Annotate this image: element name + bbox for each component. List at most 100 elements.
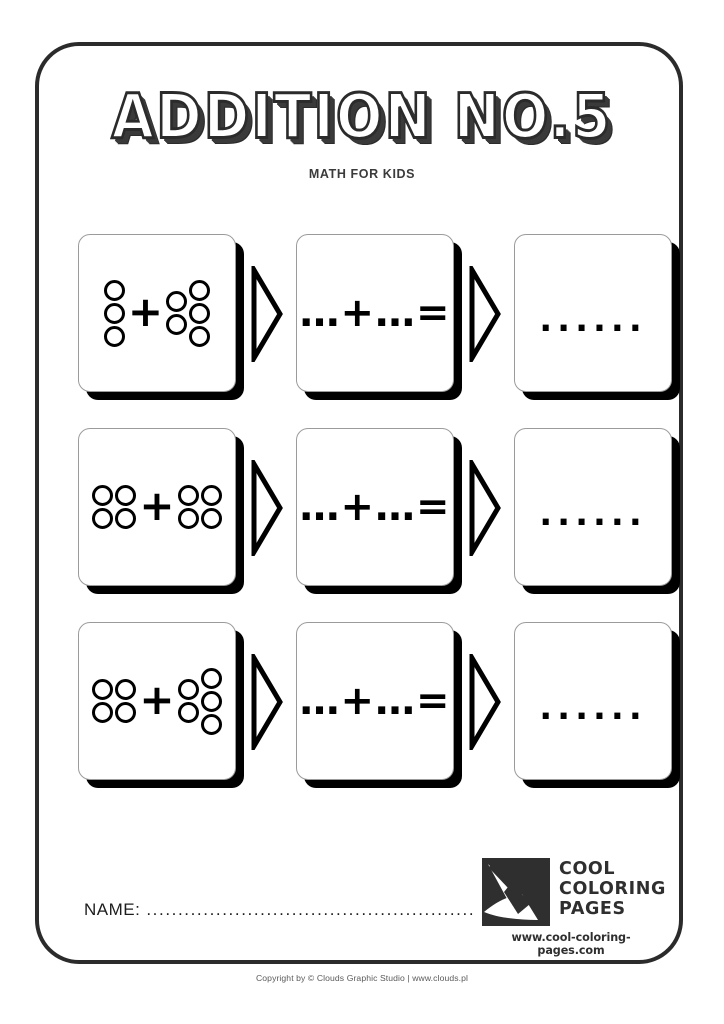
dot (200, 667, 222, 689)
logo-main: Cool Coloring Pages (482, 858, 665, 926)
expression-text: …+…= (299, 678, 451, 724)
arrow-separator (238, 622, 296, 782)
arrow-separator (456, 622, 514, 782)
expression-text: …+…= (299, 290, 451, 336)
right-dot-group (166, 279, 211, 347)
card-face[interactable]: ...... (514, 428, 672, 586)
card-face: + (78, 234, 236, 392)
dot (200, 508, 222, 529)
dot (115, 702, 137, 723)
dot (92, 679, 114, 700)
logo-line-1: Cool (559, 859, 616, 879)
plus-symbol: + (139, 481, 175, 531)
dot-column (200, 667, 222, 735)
brand-logo: Cool Coloring Pages www.cool-coloring-pa… (482, 858, 665, 957)
expression-card: …+…= (296, 234, 462, 400)
answer-placeholder: ...... (539, 494, 647, 534)
exercise-row: + (78, 622, 680, 788)
name-field[interactable]: NAME: ..................................… (84, 900, 474, 920)
dot (115, 485, 137, 506)
right-dot-group (177, 667, 222, 735)
arrow-right-icon (469, 654, 501, 750)
dot-column (92, 679, 114, 723)
left-dot-group (92, 485, 137, 529)
dot-column (177, 679, 199, 723)
equation-visual: + (92, 667, 222, 735)
dot (115, 679, 137, 700)
dot-column (115, 679, 137, 723)
card-face[interactable]: ...... (514, 234, 672, 392)
dot-column (189, 279, 211, 347)
exercise-row: + (78, 428, 680, 594)
dot (92, 702, 114, 723)
logo-line-2: Coloring (559, 878, 666, 899)
arrow-right-icon (251, 266, 283, 362)
dot-card: + (78, 622, 244, 788)
dot (177, 679, 199, 700)
plus-symbol: + (127, 287, 164, 337)
dot-column (103, 279, 125, 347)
answer-card[interactable]: ...... (514, 234, 680, 400)
dot (177, 485, 199, 506)
logo-wordmark: Cool Coloring Pages (559, 858, 666, 919)
footer-copyright: Copyright by © Clouds Graphic Studio | w… (256, 973, 468, 983)
equation-visual: + (103, 279, 211, 347)
dot (200, 485, 222, 506)
dot (177, 702, 199, 723)
page-border (35, 42, 683, 964)
dot (92, 485, 114, 506)
dot (189, 302, 211, 324)
name-input-line[interactable]: ........................................… (146, 900, 474, 919)
dot-column (200, 485, 222, 529)
card-face: …+…= (296, 234, 454, 392)
arrow-separator (456, 234, 514, 394)
arrow-separator (238, 428, 296, 588)
card-face[interactable]: ...... (514, 622, 672, 780)
title-block: ADDITION NO.5 MATH FOR KIDS (0, 80, 724, 181)
dot (103, 325, 125, 347)
dot (103, 302, 125, 324)
dot (166, 291, 188, 312)
page-subtitle: MATH FOR KIDS (308, 167, 416, 181)
arrow-right-icon (469, 266, 501, 362)
dot-card: + (78, 234, 244, 400)
answer-card[interactable]: ...... (514, 428, 680, 594)
answer-card[interactable]: ...... (514, 622, 680, 788)
dot (189, 325, 211, 347)
logo-url[interactable]: www.cool-coloring-pages.com (511, 931, 631, 957)
left-dot-group (103, 279, 125, 347)
dot (166, 314, 188, 335)
page-title: ADDITION NO.5 (110, 80, 613, 153)
name-label: NAME: (84, 900, 141, 919)
card-face: + (78, 622, 236, 780)
dot-column (177, 485, 199, 529)
logo-line-3: Pages (559, 898, 626, 919)
expression-card: …+…= (296, 428, 462, 594)
dot (200, 690, 222, 712)
expression-card: …+…= (296, 622, 462, 788)
arrow-separator (456, 428, 514, 588)
dot-column (92, 485, 114, 529)
arrow-right-icon (251, 460, 283, 556)
equation-visual: + (92, 481, 222, 531)
answer-placeholder: ...... (539, 688, 647, 728)
card-face: …+…= (296, 428, 454, 586)
dot-card: + (78, 428, 244, 594)
dot (115, 508, 137, 529)
dot (189, 279, 211, 301)
right-dot-group (177, 485, 222, 529)
arrow-right-icon (251, 654, 283, 750)
plus-symbol: + (139, 675, 175, 725)
dot (103, 279, 125, 301)
dot-column (115, 485, 137, 529)
expression-text: …+…= (299, 484, 451, 530)
arrow-separator (238, 234, 296, 394)
dot (200, 713, 222, 735)
dot (92, 508, 114, 529)
answer-placeholder: ...... (539, 300, 647, 340)
pencil-square-icon (482, 858, 550, 926)
exercise-area: + (78, 234, 680, 816)
exercise-row: + (78, 234, 680, 400)
dot-column (166, 291, 188, 335)
